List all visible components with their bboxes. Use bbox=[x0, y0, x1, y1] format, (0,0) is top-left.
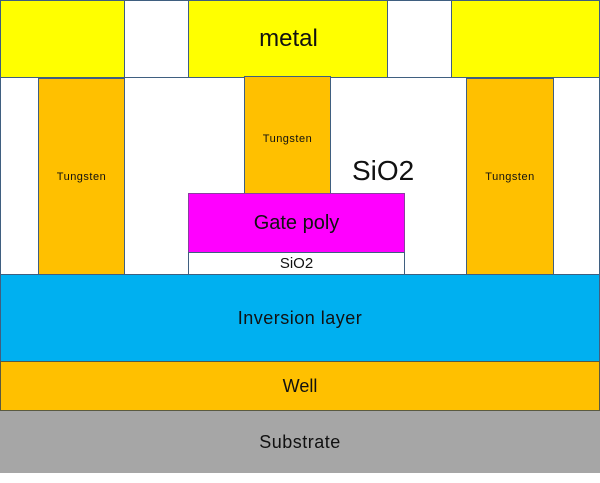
gate-oxide-label: SiO2 bbox=[279, 255, 314, 272]
gate-poly: Gate poly bbox=[188, 193, 405, 253]
substrate: Substrate bbox=[0, 411, 600, 473]
gate-oxide: SiO2 bbox=[188, 252, 405, 275]
tungsten-left-label: Tungsten bbox=[56, 171, 107, 183]
metal-left bbox=[0, 0, 126, 78]
tungsten-left: Tungsten bbox=[38, 78, 125, 276]
tungsten-middle: Tungsten bbox=[244, 76, 331, 194]
metal-middle: metal bbox=[188, 0, 389, 78]
tungsten-middle-label: Tungsten bbox=[262, 133, 313, 145]
inversion-layer: Inversion layer bbox=[0, 274, 600, 362]
substrate-label: Substrate bbox=[259, 431, 341, 452]
metal-gap-left bbox=[124, 0, 190, 78]
gate-poly-label: Gate poly bbox=[253, 211, 340, 234]
sio2-label: SiO2 bbox=[352, 155, 415, 186]
well: Well bbox=[0, 361, 600, 411]
metal-right bbox=[451, 0, 600, 78]
well-label: Well bbox=[282, 375, 318, 396]
metal-label: metal bbox=[259, 25, 318, 52]
metal-gap-right bbox=[387, 0, 453, 78]
tungsten-right-label: Tungsten bbox=[485, 170, 535, 183]
inversion-layer-label: Inversion layer bbox=[237, 307, 363, 328]
tungsten-right: Tungsten bbox=[466, 78, 554, 275]
